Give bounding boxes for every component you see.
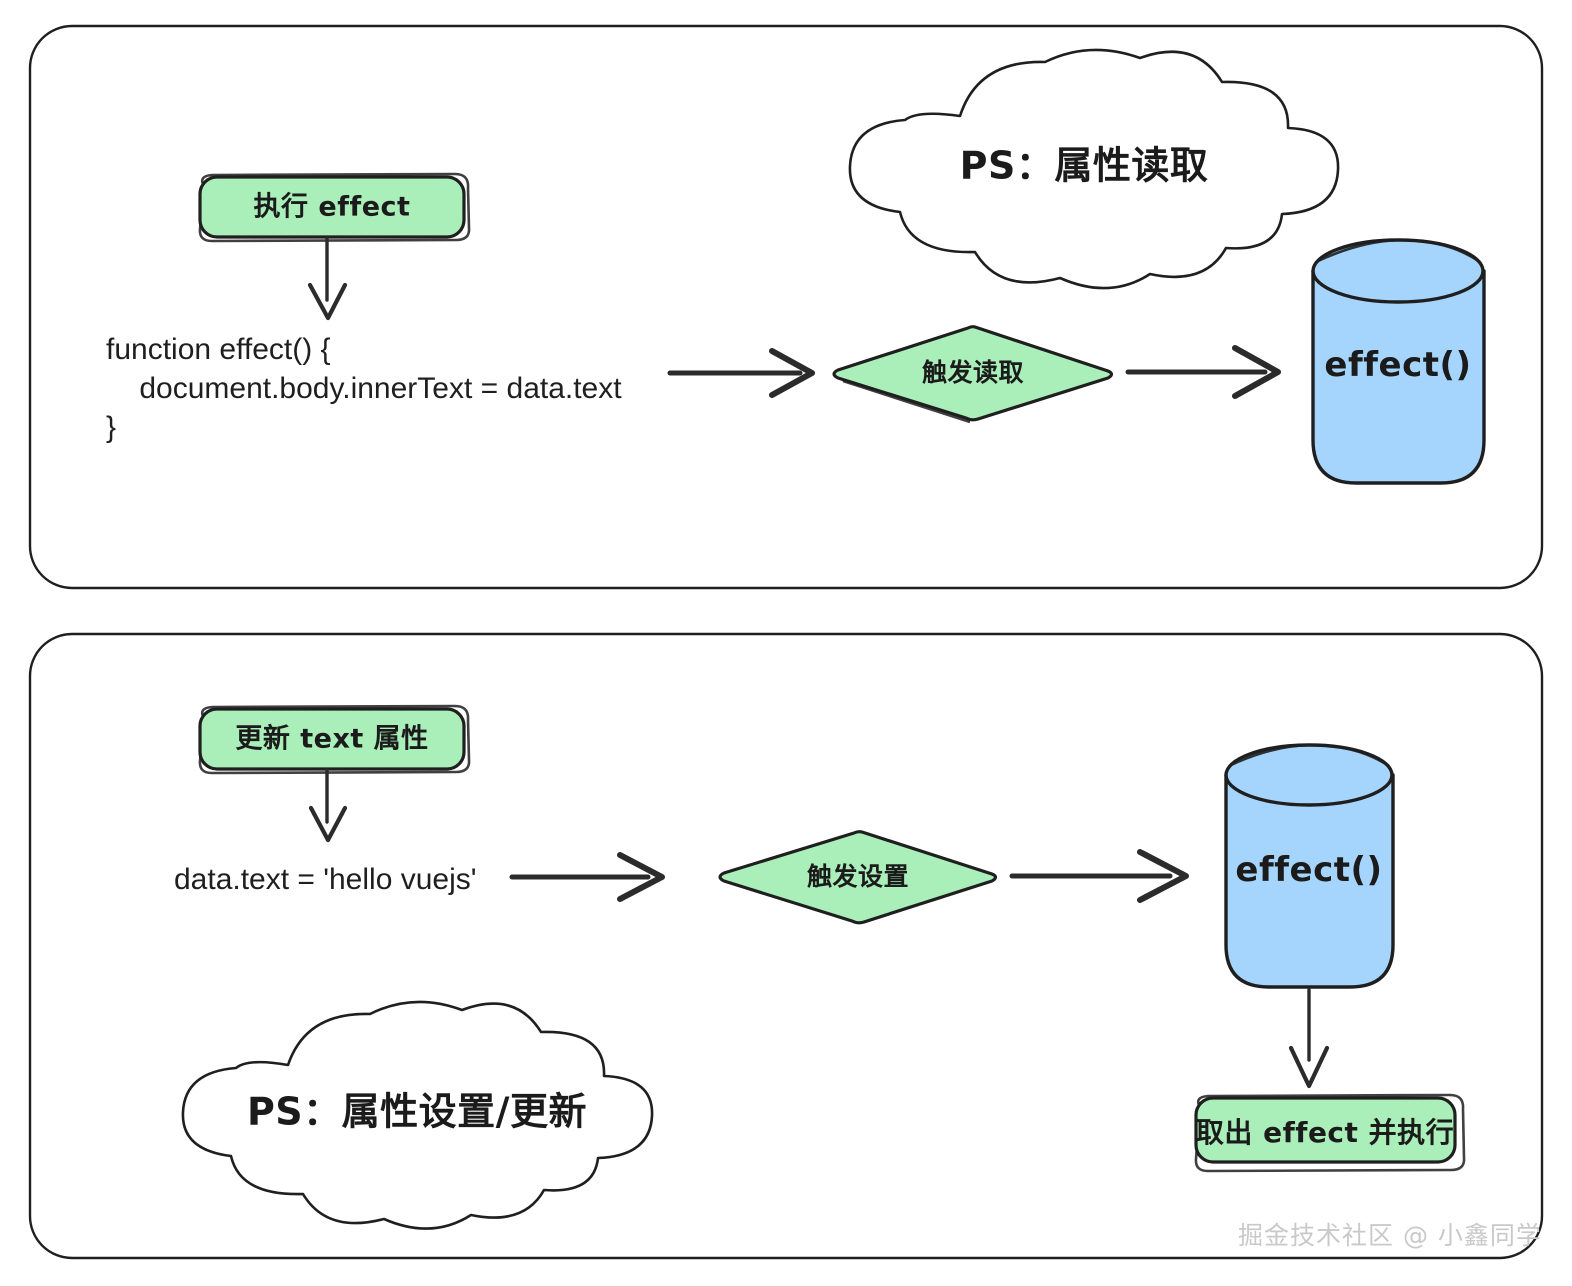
panel-read-note-cloud-shape [848,48,1340,290]
panel-write-edge-start-to-code [308,768,348,843]
panel-write-result-box-label: 取出 effect 并执行 [1195,1116,1455,1150]
panel-read-decision-label: 触发读取 [921,358,1025,387]
panel-read-edge-decision-to-store [1125,345,1281,399]
panel-write-result-box-shape [1194,1093,1466,1173]
panel-write-edge-code-to-decision [509,852,665,902]
panel-write-start-box-label: 更新 text 属性 [235,723,429,755]
panel-write-edge-store-to-result [1288,988,1330,1089]
panel-write-code-line-1: data.text = 'hello vuejs' [174,863,477,896]
panel-read-store-shape [1311,238,1486,485]
panel-write-store-shape [1224,743,1395,989]
panel-read-store-label: effect() [1324,345,1472,386]
panel-write-edge-decision-to-store [1009,849,1189,903]
panel-read-note-cloud-label: PS：属性读取 [959,143,1209,188]
panel-read-code-line-2: document.body.innerText = data.text [106,372,622,405]
panel-write-note-cloud-shape [181,1000,654,1230]
panel-read-decision-shape [832,325,1114,424]
panel-read-start-box-label: 执行 effect [253,191,411,223]
panel-read-start-box-shape [198,172,471,243]
panel-read-edge-code-to-decision [667,348,815,398]
panel-read-edge-start-to-code [307,236,348,321]
panel-write-decision-shape [718,830,998,925]
panel-write-note-cloud-label: PS：属性设置/更新 [246,1089,588,1134]
panel-read-code-line-3: } [106,411,117,444]
panel-read-code-line-1: function effect() { [106,333,331,366]
panel-write-decision-label: 触发设置 [806,862,910,891]
watermark-label: 掘金技术社区 @ 小鑫同学 [1238,1221,1542,1250]
panel-write-start-box-shape [198,704,471,775]
panel-write-store-label: effect() [1235,850,1383,891]
